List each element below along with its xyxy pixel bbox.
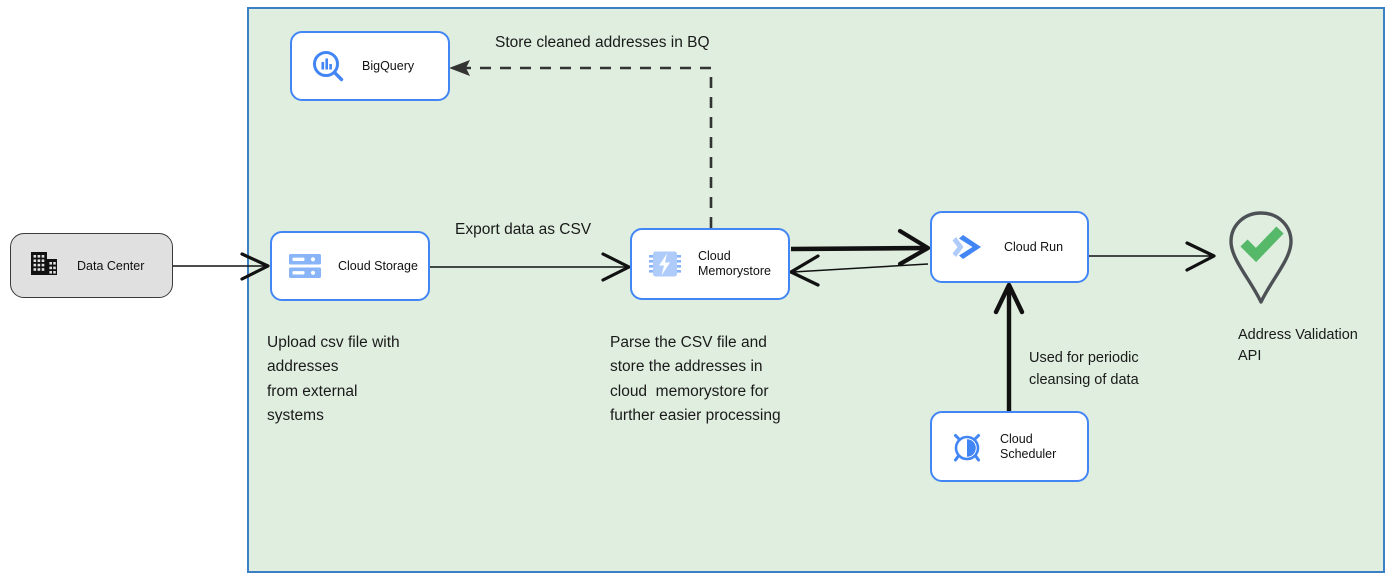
node-label-data-center: Data Center — [77, 258, 145, 273]
node-cloud-run[interactable]: Cloud Run — [930, 211, 1089, 283]
node-data-center[interactable]: Data Center — [10, 233, 173, 298]
node-label-bigquery: BigQuery — [362, 58, 415, 73]
annotation-export-data-as-csv: Export data as CSV — [455, 221, 592, 238]
annotation-upload-csv-file: Upload csv file with addresses from exte… — [267, 334, 400, 424]
node-label-cloud-scheduler: Cloud Scheduler — [1000, 431, 1057, 461]
node-cloud-storage[interactable]: Cloud Storage — [270, 231, 430, 301]
map-pin-check-icon — [1229, 211, 1293, 304]
node-label-cloud-memorystore: Cloud Memorystore — [698, 249, 771, 278]
annotation-periodic-cleansing: Used for periodic cleansing of data — [1029, 350, 1139, 389]
bigquery-magnifier-chart-icon — [310, 48, 346, 84]
cloud-run-chevron-icon — [950, 231, 986, 263]
node-label-cloud-storage: Cloud Storage — [338, 258, 418, 273]
annotation-store-cleaned-addresses-in-bq: Store cleaned addresses in BQ — [495, 34, 710, 51]
annotation-parse-csv-file: Parse the CSV file and store the address… — [610, 334, 781, 424]
node-bigquery[interactable]: BigQuery — [290, 31, 450, 101]
cloud-scheduler-alarm-clock-icon — [950, 430, 984, 464]
node-label-cloud-run: Cloud Run — [1004, 239, 1064, 254]
label-address-validation-api: Address Validation API — [1238, 327, 1358, 365]
cloud-storage-bucket-icon — [288, 251, 322, 281]
building-icon — [29, 249, 59, 282]
node-cloud-scheduler[interactable]: Cloud Scheduler — [930, 411, 1089, 482]
node-address-validation-api[interactable] — [1222, 207, 1300, 315]
memorystore-chip-bolt-icon — [648, 247, 682, 281]
node-cloud-memorystore[interactable]: Cloud Memorystore — [630, 228, 790, 300]
google-cloud-boundary — [247, 7, 1385, 573]
